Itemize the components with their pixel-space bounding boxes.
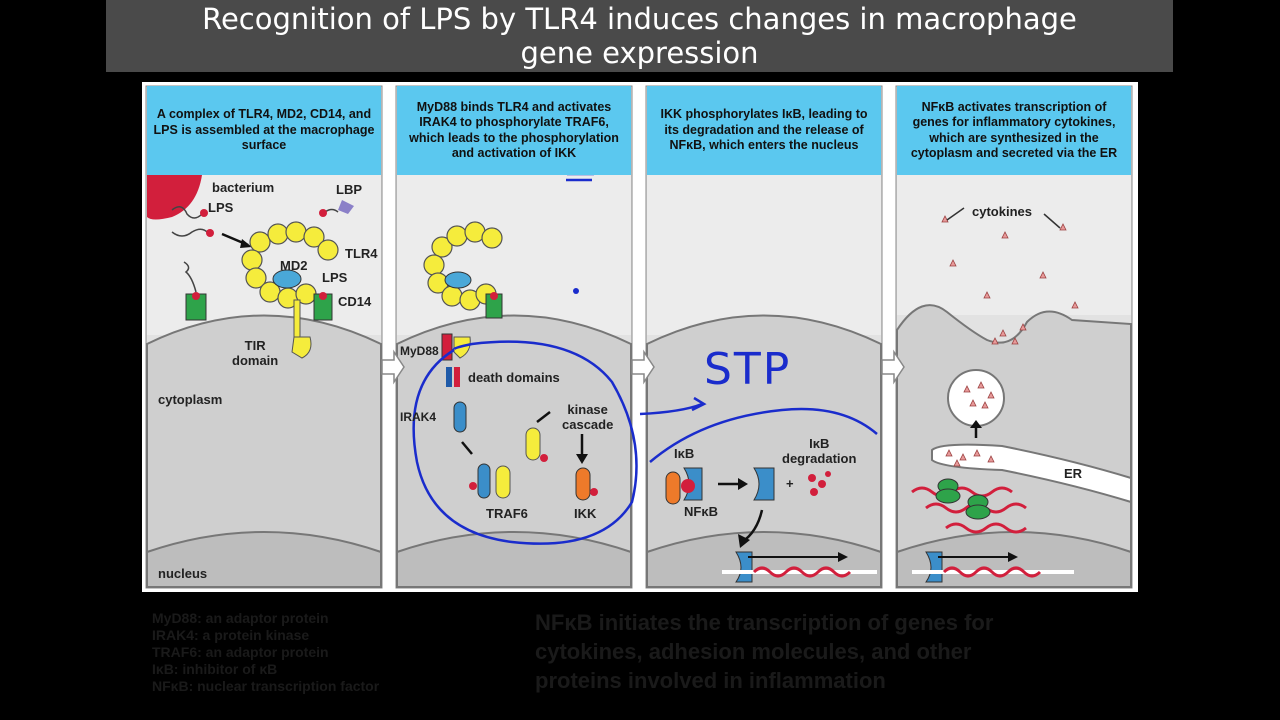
footnote-right-1: NFκB initiates the transcription of gene… [535, 610, 994, 635]
footnote-right-2: cytokines, adhesion molecules, and other [535, 639, 972, 664]
label-death-domains: death domains [468, 370, 560, 385]
cytokine-triangles [941, 215, 1079, 345]
label-tlr4: TLR4 [345, 246, 378, 261]
label-lps: LPS [208, 200, 234, 215]
label-ikk: IKK [574, 506, 597, 521]
label-cd14: CD14 [338, 294, 372, 309]
label-ikb-degradation: IκB degradation [782, 436, 857, 466]
tlr4-horseshoe [241, 221, 339, 309]
figure-graphics [145, 85, 1133, 589]
title-line-1: Recognition of LPS by TLR4 induces chang… [202, 2, 1077, 36]
footnotes-left: MyD88: an adaptor protein IRAK4: a prote… [152, 610, 379, 695]
footnote-left-5: NFκB: nuclear transcription factor [152, 678, 380, 694]
title-bar: Recognition of LPS by TLR4 induces chang… [106, 0, 1173, 72]
panel-3-header: IKK phosphorylates IκB, leading to its d… [647, 86, 881, 175]
nucleus-1 [146, 531, 382, 588]
bacterium-shape [147, 175, 202, 220]
footnote-left-3: TRAF6: an adaptor protein [152, 644, 329, 660]
nucleus-2 [396, 531, 632, 588]
label-bacterium: bacterium [212, 180, 275, 195]
label-myd88: MyD88 [400, 344, 439, 358]
membrane-3 [646, 314, 882, 588]
myd88-shape [441, 333, 453, 361]
footnote-right-3: proteins involved in inflammation [535, 668, 886, 693]
pathway-figure: A complex of TLR4, MD2, CD14, and LPS is… [142, 82, 1138, 592]
footnote-left-4: IκB: inhibitor of κB [152, 661, 278, 677]
label-traf6: TRAF6 [486, 506, 528, 521]
label-kinase-cascade: kinase cascade [562, 402, 614, 432]
panel-2-header: MyD88 binds TLR4 and activates IRAK4 to … [397, 86, 631, 175]
label-cytokines: cytokines [972, 204, 1032, 219]
label-tir-domain: TIR domain [232, 338, 279, 368]
er-shape [931, 443, 1132, 504]
panel-1-header: A complex of TLR4, MD2, CD14, and LPS is… [147, 86, 381, 175]
footnotes-right: NFκB initiates the transcription of gene… [535, 608, 993, 695]
title-line-2: gene expression [520, 36, 759, 70]
label-md2: MD2 [280, 258, 308, 273]
annotation-stp: STP [704, 344, 792, 395]
label-plus: + [786, 476, 794, 491]
label-er: ER [1064, 466, 1083, 481]
label-nucleus: nucleus [158, 566, 208, 581]
panel-4-header: NFκB activates transcription of genes fo… [897, 86, 1131, 175]
membrane-1 [146, 314, 382, 588]
footnote-left-1: MyD88: an adaptor protein [152, 610, 329, 626]
label-lbp: LBP [336, 182, 362, 197]
membrane-4 [896, 304, 1132, 588]
footnote-left-2: IRAK4: a protein kinase [152, 627, 310, 643]
label-nfkb: NFκB [684, 504, 718, 519]
label-ikb: IκB [674, 446, 695, 461]
label-irak4: IRAK4 [400, 410, 437, 424]
label-lps-2: LPS [322, 270, 348, 285]
vesicle [947, 369, 1005, 427]
label-cytoplasm: cytoplasm [158, 392, 223, 407]
